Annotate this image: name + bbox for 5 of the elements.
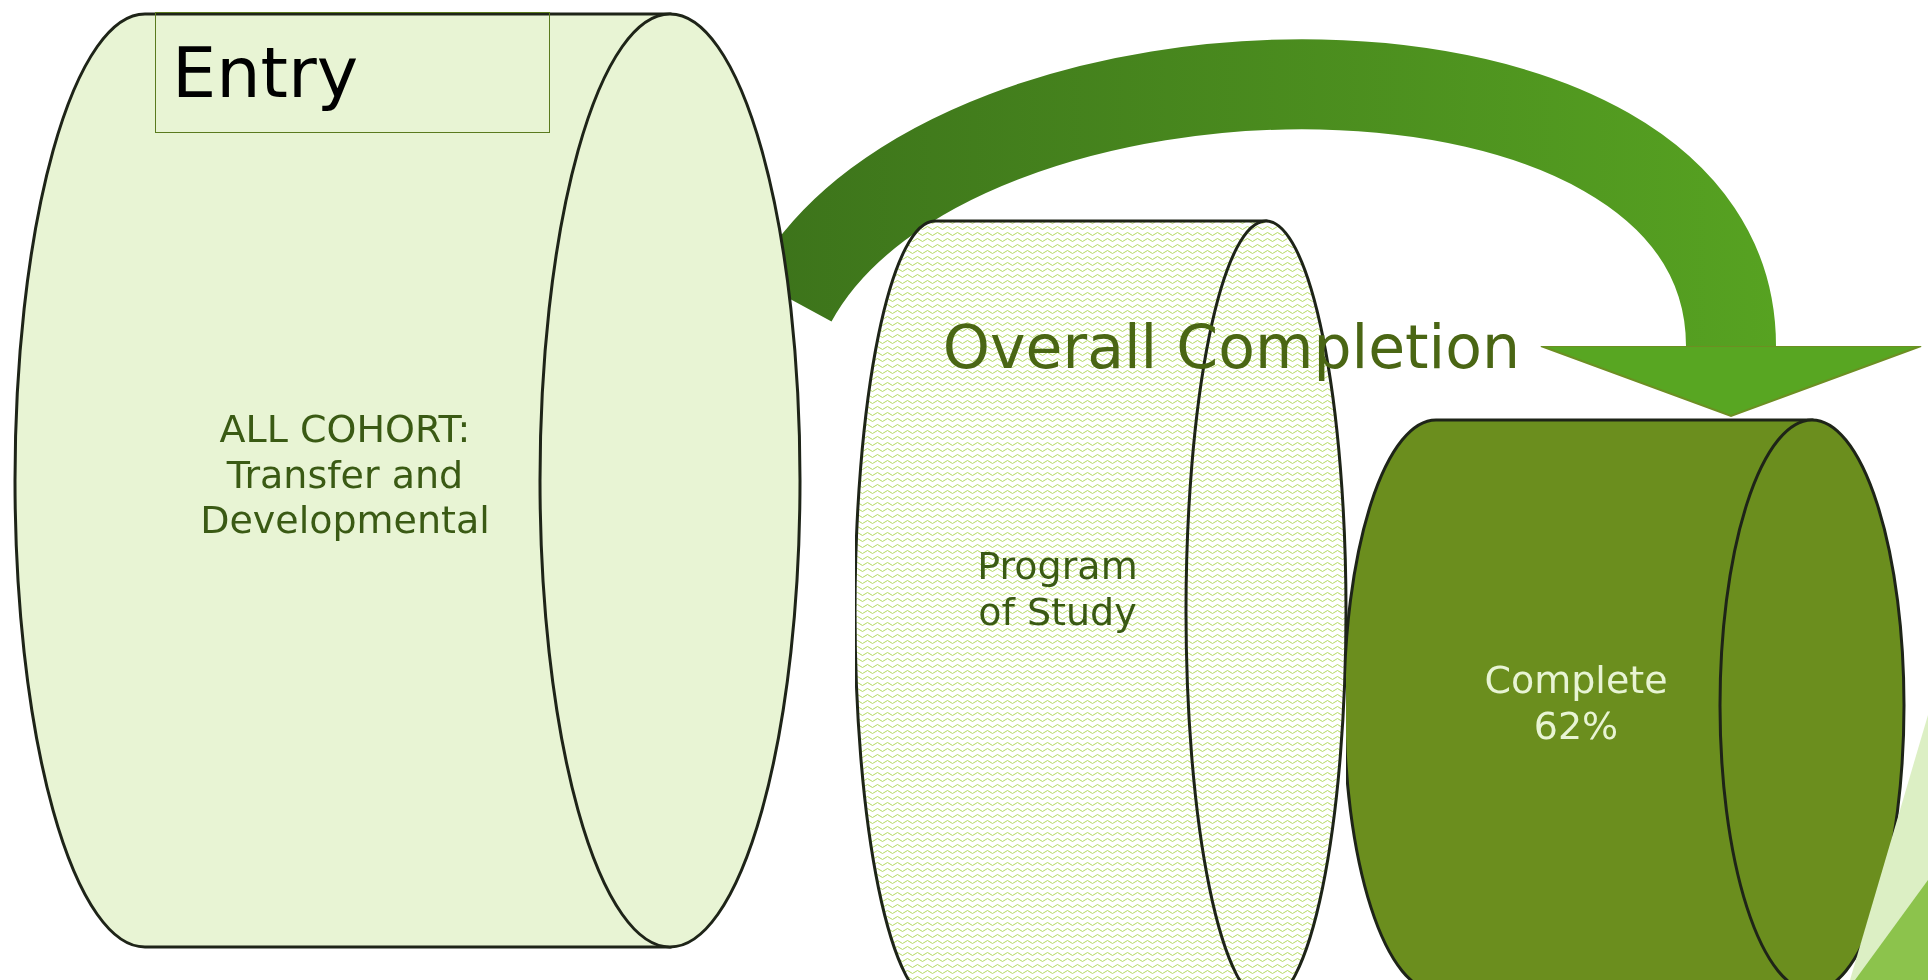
cylinder-label: Complete 62% <box>1483 658 1669 750</box>
cylinder-label: ALL COHORT: Transfer and Developmental <box>199 407 491 544</box>
cylinder-label: Program of Study <box>976 544 1139 636</box>
cylinder-shape <box>1346 418 1906 980</box>
heading-box <box>155 12 550 133</box>
